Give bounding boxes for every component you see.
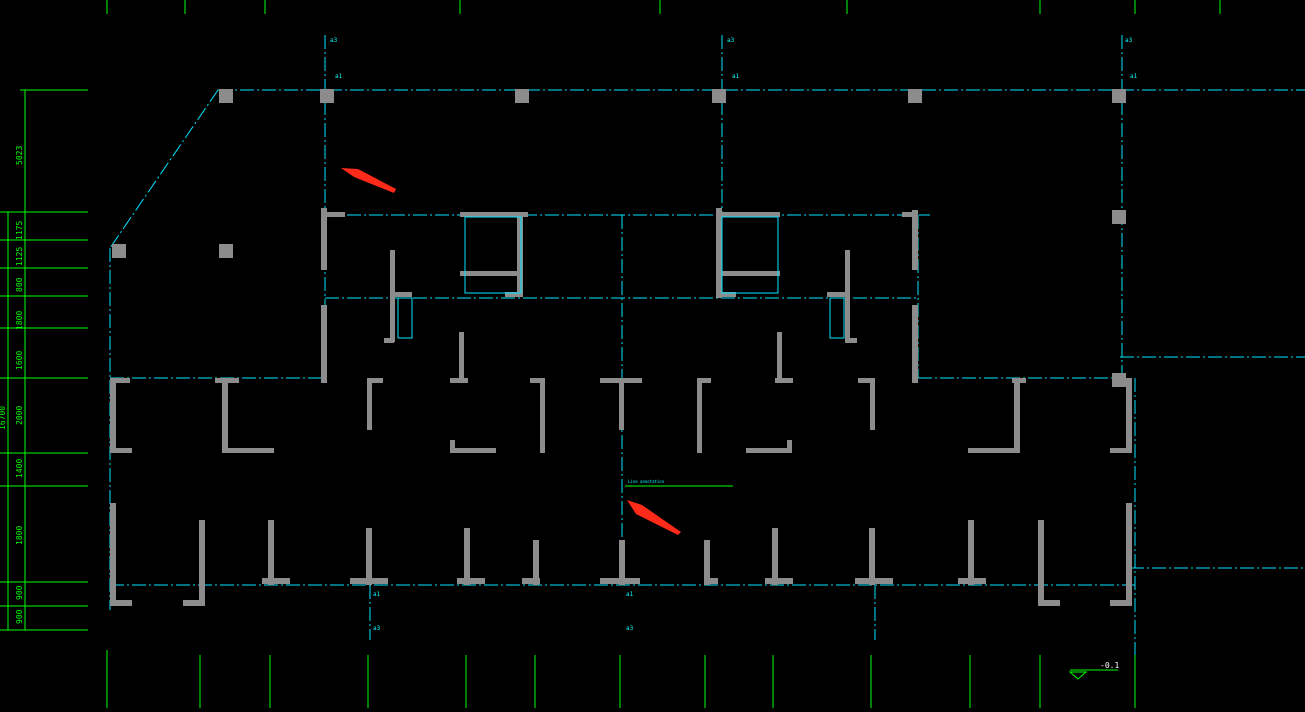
grid-tag-7: a3 — [373, 625, 381, 632]
grid-tag-8: a1 — [373, 591, 381, 598]
grid-tag-6: a1 — [1130, 73, 1138, 80]
dim-label-5: 1800 — [15, 311, 24, 330]
top-grid-extensions — [106, 0, 1221, 14]
grid-tag-1: a3 — [330, 37, 338, 44]
grid-tag-5: a3 — [1125, 37, 1133, 44]
columns — [112, 89, 1126, 387]
left-dimension-labels: 5023 1175 1125 800 1800 1600 2000 1400 1… — [0, 146, 24, 624]
dim-label-9: 1800 — [15, 526, 24, 545]
grid-tag-2: a1 — [335, 73, 343, 80]
dim-label-2: 1175 — [15, 221, 24, 240]
grid-tag-3: a3 — [727, 37, 735, 44]
left-dimension-chain — [0, 89, 88, 631]
grid-tag-4: a1 — [732, 73, 740, 80]
grid-tag-10: a1 — [626, 591, 634, 598]
dim-label-6: 1600 — [15, 351, 24, 370]
dim-label-1: 5023 — [15, 146, 24, 165]
red-arrow-icon — [341, 168, 396, 193]
dim-label-4: 800 — [15, 277, 24, 292]
dim-label-11: 900 — [15, 609, 24, 624]
dim-total-label: 16700 — [0, 406, 7, 430]
dim-label-10: 900 — [15, 585, 24, 600]
note-leader: Line annotation — [625, 479, 733, 487]
grid-tags: a3 a1 a3 a1 a3 a1 a3 a1 a3 a1 — [330, 37, 1138, 632]
dim-label-8: 1400 — [15, 459, 24, 478]
elevation-label: -0.1 — [1100, 661, 1119, 670]
inner-room-outlines — [397, 216, 845, 339]
walls — [110, 208, 1132, 606]
grid-tag-9: a3 — [626, 625, 634, 632]
red-arrow-icon — [627, 500, 681, 535]
elevation-marker: -0.1 — [1068, 661, 1119, 680]
bottom-grid-extensions — [106, 650, 1136, 708]
note-label: Line annotation — [628, 479, 665, 484]
dim-label-7: 2000 — [15, 406, 24, 425]
dim-label-3: 1125 — [15, 247, 24, 266]
